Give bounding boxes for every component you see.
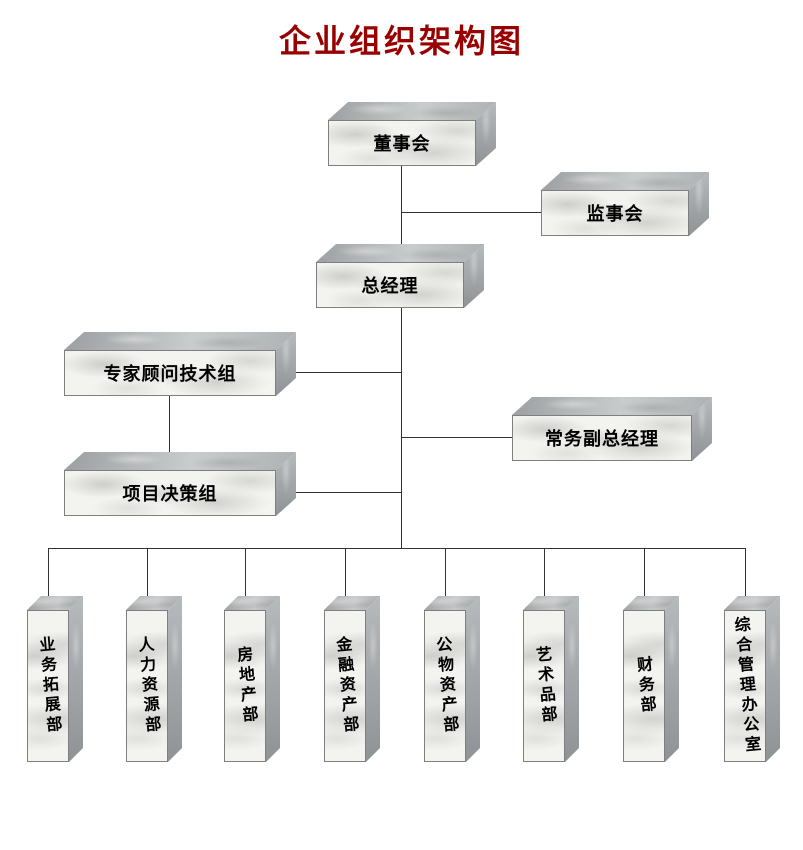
- box-front-face: 专家顾问技术组: [64, 350, 276, 396]
- diagram-title: 企业组织架构图: [278, 23, 524, 59]
- box-side-face: [168, 596, 182, 762]
- org-box-dept-general-admin-office: 综合管理办公室: [724, 596, 780, 762]
- box-side-face: [476, 102, 496, 166]
- box-side-face: [565, 596, 579, 762]
- box-front-face: 监事会: [541, 190, 689, 236]
- box-top-face: [324, 596, 380, 610]
- node-label-expert-group: 专家顾问技术组: [103, 364, 237, 384]
- box-front-face: 项目决策组: [64, 470, 276, 516]
- org-box-board: 董事会: [328, 102, 496, 166]
- box-top-face: [424, 596, 480, 610]
- box-side-face: [665, 596, 679, 762]
- org-box-dept-finance: 财务部: [623, 596, 679, 762]
- box-top-face: [328, 102, 496, 120]
- dept-label: 业务拓展部: [35, 635, 62, 737]
- box-side-face: [692, 397, 712, 461]
- connector-drop-dept-6: [544, 548, 545, 612]
- box-top-face: [64, 452, 296, 470]
- box-front-face: 公物资产部: [424, 610, 466, 762]
- connector-drop-dept-5: [445, 548, 446, 612]
- dept-label: 房地产部: [233, 645, 258, 727]
- box-top-face: [64, 332, 296, 350]
- box-side-face: [689, 172, 709, 236]
- connector-to-expert-group: [276, 372, 402, 373]
- box-top-face: [724, 596, 780, 610]
- box-front-face: 金融资产部: [324, 610, 366, 762]
- box-top-face: [512, 397, 712, 415]
- org-box-dept-real-estate: 房地产部: [224, 596, 280, 762]
- box-side-face: [69, 596, 83, 762]
- node-label-supervisory: 监事会: [586, 204, 644, 224]
- box-front-face: 董事会: [328, 120, 476, 166]
- dept-label: 综合管理办公室: [730, 615, 761, 757]
- org-box-deputy-general-manager: 常务副总经理: [512, 397, 712, 461]
- box-side-face: [466, 596, 480, 762]
- connector-drop-dept-1: [48, 548, 49, 612]
- box-top-face: [523, 596, 579, 610]
- connector-department-bus: [48, 548, 746, 549]
- dept-label: 金融资产部: [332, 635, 359, 737]
- node-label-board: 董事会: [373, 134, 431, 154]
- node-label-general-manager: 总经理: [361, 276, 419, 296]
- connector-drop-dept-8: [745, 548, 746, 612]
- box-front-face: 业务拓展部: [27, 610, 69, 762]
- box-side-face: [276, 332, 296, 396]
- connector-to-deputy-gm: [401, 437, 513, 438]
- box-front-face: 综合管理办公室: [724, 610, 766, 762]
- connector-drop-dept-2: [147, 548, 148, 612]
- dept-label: 财务部: [633, 655, 656, 717]
- dept-label: 艺术品部: [532, 645, 557, 727]
- org-box-general-manager: 总经理: [316, 244, 484, 308]
- connector-drop-dept-4: [345, 548, 346, 612]
- org-box-project-group: 项目决策组: [64, 452, 296, 516]
- box-side-face: [464, 244, 484, 308]
- org-box-dept-financial-assets: 金融资产部: [324, 596, 380, 762]
- box-front-face: 总经理: [316, 262, 464, 308]
- box-side-face: [266, 596, 280, 762]
- box-side-face: [366, 596, 380, 762]
- box-top-face: [27, 596, 83, 610]
- connector-to-supervisory: [401, 212, 541, 213]
- connector-expert-to-project: [169, 396, 170, 470]
- box-front-face: 房地产部: [224, 610, 266, 762]
- box-top-face: [623, 596, 679, 610]
- org-box-dept-business-development: 业务拓展部: [27, 596, 83, 762]
- node-label-project-group: 项目决策组: [122, 484, 218, 504]
- box-top-face: [126, 596, 182, 610]
- box-front-face: 人力资源部: [126, 610, 168, 762]
- org-box-dept-human-resources: 人力资源部: [126, 596, 182, 762]
- org-box-dept-artworks: 艺术品部: [523, 596, 579, 762]
- connector-drop-dept-7: [644, 548, 645, 612]
- connector-project-to-trunk: [276, 492, 402, 493]
- box-top-face: [316, 244, 484, 262]
- box-front-face: 艺术品部: [523, 610, 565, 762]
- dept-label: 人力资源部: [134, 635, 161, 737]
- connector-drop-dept-3: [245, 548, 246, 612]
- org-box-expert-group: 专家顾问技术组: [64, 332, 296, 396]
- box-front-face: 常务副总经理: [512, 415, 692, 461]
- box-side-face: [276, 452, 296, 516]
- connector-gm-trunk: [401, 308, 402, 548]
- org-box-supervisory: 监事会: [541, 172, 709, 236]
- box-top-face: [541, 172, 709, 190]
- box-front-face: 财务部: [623, 610, 665, 762]
- connector-board-to-gm: [401, 166, 402, 262]
- box-top-face: [224, 596, 280, 610]
- dept-label: 公物资产部: [432, 635, 459, 737]
- node-label-deputy-general-manager: 常务副总经理: [545, 429, 659, 449]
- box-side-face: [766, 596, 780, 762]
- org-box-dept-public-assets: 公物资产部: [424, 596, 480, 762]
